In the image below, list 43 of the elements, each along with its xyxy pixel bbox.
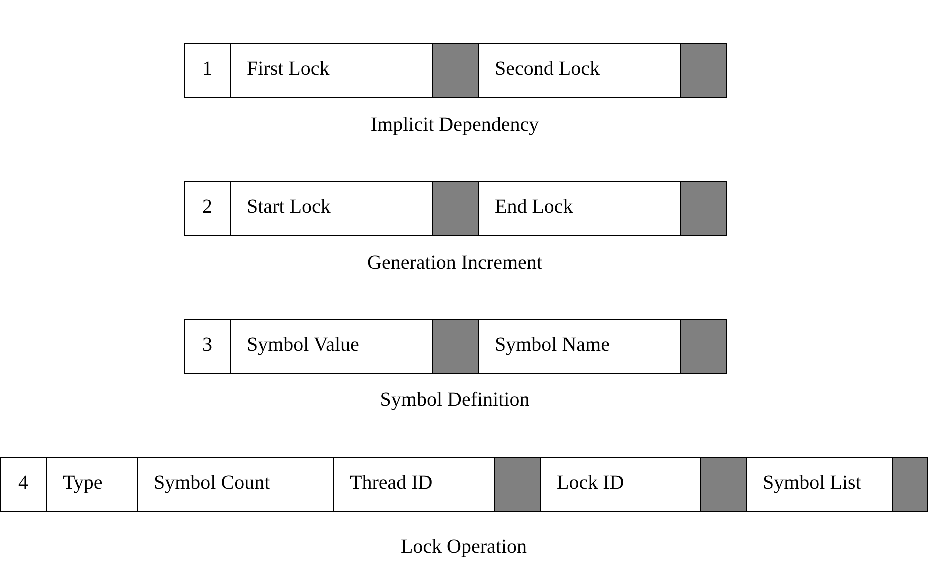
record-field-cell: [478, 43, 681, 98]
shaded-field-cell: [892, 457, 928, 512]
record-field-cell: [478, 319, 681, 374]
record-caption: Implicit Dependency: [370, 113, 540, 137]
field-name: Second Lock: [495, 57, 600, 81]
shaded-field-cell: [680, 43, 727, 98]
field-name: Symbol Count: [154, 471, 270, 495]
record-field-cell: [184, 43, 231, 98]
record-field-cell: [478, 181, 681, 236]
field-name: Thread ID: [350, 471, 433, 495]
shaded-field-cell: [700, 457, 747, 512]
shaded-field-cell: [680, 319, 727, 374]
field-name: First Lock: [247, 57, 330, 81]
field-name: Symbol List: [763, 471, 862, 495]
record-field-cell: [230, 319, 433, 374]
record-field-cell: [184, 319, 231, 374]
field-name: Symbol Name: [495, 333, 610, 357]
record-number: 4: [18, 471, 30, 495]
record-field-cell: [184, 181, 231, 236]
record-field-cell: [333, 457, 495, 512]
shaded-field-cell: [494, 457, 541, 512]
record-number: 3: [202, 333, 214, 357]
record-field-cell: [230, 181, 433, 236]
record-field-cell: [746, 457, 893, 512]
field-name: End Lock: [495, 195, 574, 219]
field-name: Start Lock: [247, 195, 331, 219]
record-field-cell: [540, 457, 701, 512]
shaded-field-cell: [432, 319, 479, 374]
record-field-cell: [230, 43, 433, 98]
field-name: Type: [63, 471, 103, 495]
shaded-field-cell: [432, 181, 479, 236]
record-number: 2: [202, 195, 214, 219]
record-caption: Symbol Definition: [380, 388, 530, 412]
record-caption: Generation Increment: [368, 251, 542, 275]
shaded-field-cell: [432, 43, 479, 98]
record-number: 1: [202, 57, 214, 81]
record-field-cell: [46, 457, 138, 512]
record-field-cell: [0, 457, 47, 512]
record-field-cell: [137, 457, 334, 512]
field-name: Lock ID: [557, 471, 624, 495]
record-caption: Lock Operation: [400, 535, 528, 559]
shaded-field-cell: [680, 181, 727, 236]
field-name: Symbol Value: [247, 333, 360, 357]
